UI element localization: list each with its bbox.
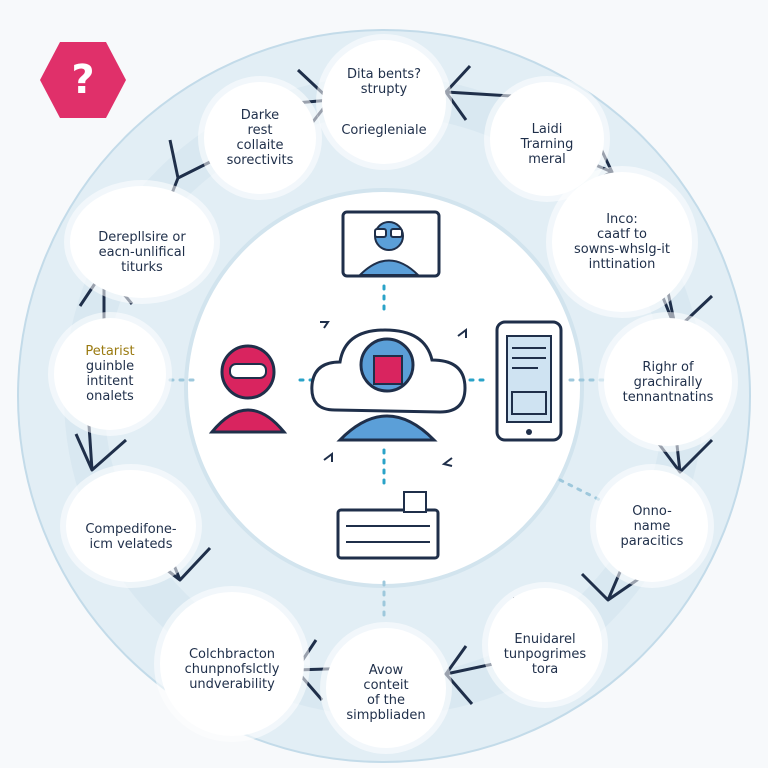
node-line: rest (247, 123, 273, 138)
node-right: Righr of grachirally tennantnatins (604, 318, 732, 446)
monitor-person-icon (341, 210, 441, 278)
arrow-top-right (444, 64, 513, 121)
node-top-left: Darke rest collaite sorectivits (204, 82, 316, 194)
node-line: collaite (236, 138, 284, 153)
node-line: onalets (86, 389, 134, 404)
node-line: Inco: (606, 212, 638, 227)
node-line: intitent (86, 374, 134, 389)
node-line: strupty (360, 81, 408, 97)
signal-marks (320, 321, 467, 467)
node-line: grachirally (633, 374, 703, 390)
node-line: Dita bents? (346, 66, 422, 82)
node-line: inttination (588, 257, 656, 272)
node-line: icm velateds (89, 537, 173, 552)
node-line: Derepllsire or (98, 229, 186, 245)
node-left-lower: Compedifone- icm velateds (66, 470, 196, 582)
masked-person-icon (208, 344, 288, 434)
node-bottom-left: Colchbracton chunpnofslctly undverabilit… (160, 592, 304, 736)
node-line: tunpogrimes (503, 646, 587, 662)
node-right-lower: Onno- name paracitics (596, 470, 708, 582)
server-rack-icon (336, 491, 440, 560)
node-right-upper: Inco: caatf to sowns-whslg-it inttinatio… (552, 172, 692, 312)
node-top-right: Laidi Trarning meral (490, 82, 604, 196)
node-line: Darke (240, 108, 280, 123)
node-line: sorectivits (226, 153, 294, 168)
node-line: Enuidarel (514, 631, 576, 647)
hexagon-icon (40, 42, 126, 118)
node-left-upper: Derepllsire or eacn-unlifical titurks (70, 186, 214, 298)
node-line: caatf to (597, 227, 647, 242)
node-left: Petarist guinble intitent onalets (54, 318, 166, 430)
node-line: eacn-unlifical (98, 244, 186, 260)
node-line: Coriegleniale (341, 122, 427, 138)
node-line: Colchbracton (188, 646, 276, 662)
node-line: chunpnofslctly (184, 661, 280, 677)
cloud-user-icon (310, 328, 467, 442)
node-line: titurks (121, 259, 163, 275)
node-line: Petarist (85, 344, 135, 359)
node-line: Compedifone- (85, 522, 177, 537)
node-line: simpbliaden (346, 708, 426, 723)
node-line: Trarning (520, 136, 574, 152)
node-line: conteit (363, 678, 409, 693)
question-mark-icon: ? (71, 57, 95, 103)
node-line: meral (528, 151, 566, 167)
node-line: Onno- (632, 503, 672, 519)
node-line: tennantnatins (622, 389, 714, 405)
help-badge: ? (38, 40, 128, 120)
node-top: Dita bents? strupty Coriegleniale (322, 40, 446, 164)
node-line: guinble (85, 359, 135, 374)
node-line: name (633, 518, 671, 534)
node-line: sowns-whslg-it (574, 242, 670, 257)
node-line: undverability (189, 676, 275, 692)
node-bottom: Avow conteit of the simpbliaden (326, 628, 446, 748)
node-line: of the (367, 693, 405, 708)
node-line: paracitics (620, 533, 684, 549)
node-bottom-right: Enuidarel tunpogrimes tora (488, 588, 602, 702)
node-line: Laidi (531, 121, 563, 137)
node-line: Righr of (642, 359, 694, 375)
node-line: Avow (368, 663, 404, 678)
tablet-document-icon (495, 320, 563, 442)
node-line: tora (531, 661, 559, 677)
